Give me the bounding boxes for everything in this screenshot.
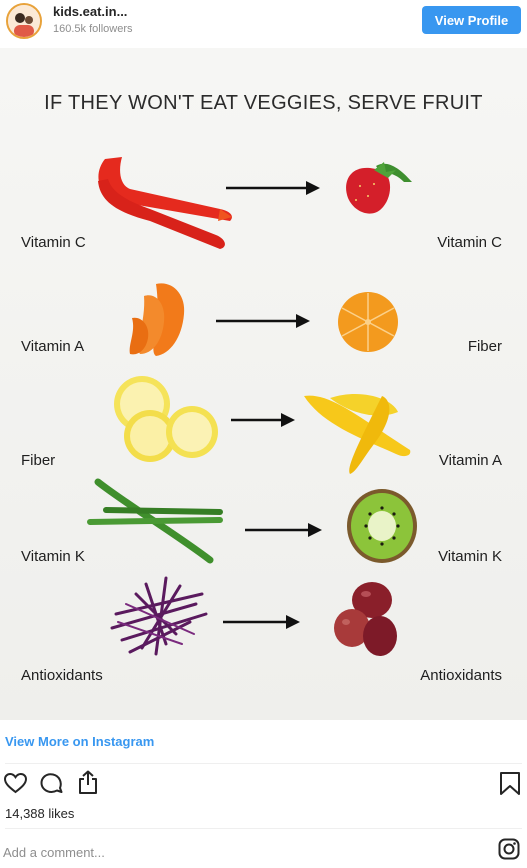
post-image[interactable]: IF THEY WON'T EAT VEGGIES, SERVE FRUIT V… bbox=[0, 48, 527, 720]
post-image-title: IF THEY WON'T EAT VEGGIES, SERVE FRUIT bbox=[44, 92, 483, 114]
post-header: kids.eat.in... 160.5k followers View Pro… bbox=[0, 0, 527, 44]
left-nutrient-label: Vitamin C bbox=[21, 234, 86, 251]
right-nutrient-label: Fiber bbox=[467, 338, 502, 355]
instagram-logo-icon[interactable] bbox=[498, 838, 520, 860]
view-more-link[interactable]: View More on Instagram bbox=[5, 734, 155, 749]
heart-icon[interactable] bbox=[3, 771, 28, 795]
arrow-icon bbox=[223, 615, 300, 629]
avatar-image bbox=[8, 5, 40, 37]
divider bbox=[5, 763, 522, 764]
comment-input[interactable] bbox=[3, 842, 473, 862]
red-cabbage-illustration bbox=[110, 576, 208, 656]
left-nutrient-label: Fiber bbox=[21, 452, 56, 469]
divider bbox=[5, 828, 522, 829]
yellow-squash-illustration bbox=[114, 376, 218, 462]
right-nutrient-label: Vitamin C bbox=[437, 234, 502, 251]
left-nutrient-label: Vitamin K bbox=[21, 548, 85, 565]
right-nutrient-label: Vitamin A bbox=[438, 452, 502, 469]
green-beans-illustration bbox=[87, 478, 223, 564]
like-count: 14,388 likes bbox=[5, 806, 75, 821]
right-nutrient-label: Antioxidants bbox=[420, 667, 502, 684]
strawberry-illustration bbox=[346, 162, 412, 214]
carrot-slices-illustration bbox=[129, 283, 185, 356]
arrow-icon bbox=[245, 523, 322, 537]
kiwi-illustration bbox=[347, 489, 417, 563]
right-nutrient-label: Vitamin K bbox=[438, 548, 502, 565]
mandarin-orange-illustration bbox=[338, 292, 398, 352]
arrow-icon bbox=[216, 314, 310, 328]
bookmark-icon[interactable] bbox=[499, 771, 521, 796]
arrow-icon bbox=[231, 413, 295, 427]
avatar[interactable] bbox=[6, 3, 42, 39]
left-nutrient-label: Vitamin A bbox=[21, 338, 85, 355]
mango-illustration bbox=[304, 393, 411, 474]
red-pepper-illustration bbox=[98, 157, 232, 249]
view-profile-button[interactable]: View Profile bbox=[422, 6, 521, 34]
comment-icon[interactable] bbox=[39, 771, 64, 795]
username[interactable]: kids.eat.in... bbox=[53, 4, 128, 19]
red-grapes-illustration bbox=[334, 582, 397, 656]
arrow-icon bbox=[226, 181, 320, 195]
share-icon[interactable] bbox=[76, 770, 100, 795]
left-nutrient-label: Antioxidants bbox=[21, 667, 103, 684]
follower-count: 160.5k followers bbox=[53, 23, 133, 35]
